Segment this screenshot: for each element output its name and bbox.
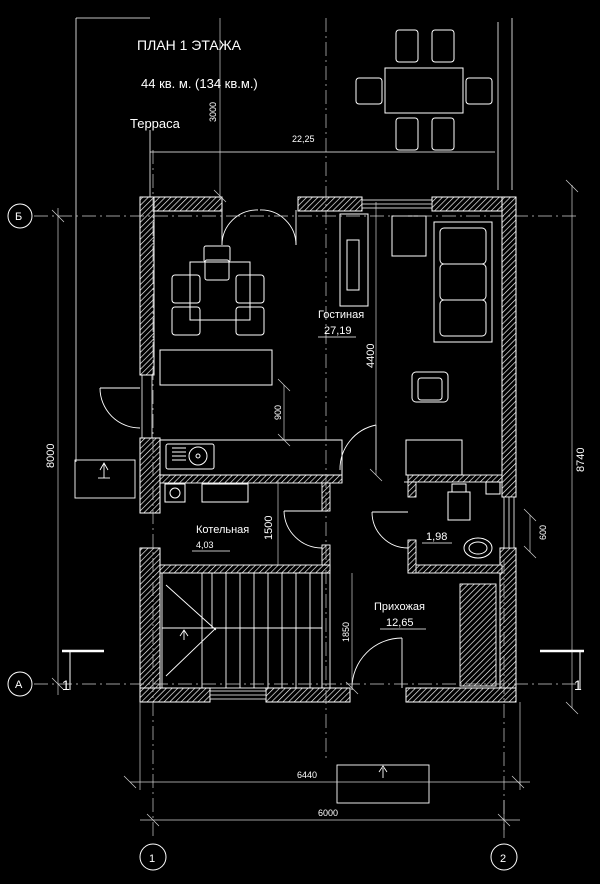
dim-total-outer: 6440	[297, 770, 317, 780]
axis-bubble-2	[490, 843, 518, 871]
interior-walls	[159, 474, 503, 689]
windows	[141, 199, 515, 700]
living-room-area: 27,19	[324, 325, 352, 337]
dim-terrace-depth: 3000	[208, 102, 218, 122]
terrace-dining-set	[355, 29, 493, 151]
axis-label-a: А	[15, 679, 23, 691]
dimension-lines	[34, 18, 579, 840]
bath-room-area: 1,98	[426, 531, 447, 543]
outer-walls	[139, 196, 517, 703]
dim-living-depth: 4400	[365, 344, 377, 368]
plan-title: ПЛАН 1 ЭТАЖА	[137, 37, 242, 53]
axis-bubble-1	[139, 843, 167, 871]
hall-room-name: Прихожая	[374, 601, 425, 613]
axis-label-b: Б	[15, 211, 22, 223]
hall-room-area: 12,65	[386, 617, 414, 629]
dim-counter-gap: 900	[273, 405, 283, 420]
boiler-room-area: 4,03	[196, 540, 214, 550]
axis-bubbles	[7, 203, 518, 871]
axis-bubble-b	[7, 203, 33, 229]
dim-boiler-depth: 1500	[263, 516, 275, 540]
dim-total-axes: 6000	[318, 808, 338, 818]
terrace-dim: 22,25	[292, 134, 315, 144]
plan-area: 44 кв. м. (134 кв.м.)	[141, 76, 258, 91]
section-arrows	[69, 651, 581, 690]
living-room-name: Гостиная	[318, 309, 364, 321]
furniture	[159, 213, 501, 559]
terrace-label: Терраса	[130, 116, 181, 131]
axis-label-2: 2	[500, 853, 506, 865]
staircase	[161, 572, 323, 689]
dim-right-height: 8740	[575, 448, 587, 472]
terrace-outline	[75, 17, 513, 462]
dim-stair-depth: 1850	[341, 622, 351, 642]
axis-bubble-a	[7, 671, 33, 697]
doors	[99, 209, 497, 690]
dim-window-600: 600	[538, 525, 548, 540]
boiler-room-name: Котельная	[196, 524, 249, 536]
dim-left-height: 8000	[45, 444, 57, 468]
section-label-left: 1	[62, 677, 70, 693]
section-label-right: 1	[574, 677, 582, 693]
entrance-porch	[74, 459, 430, 804]
axis-label-1: 1	[149, 853, 155, 865]
